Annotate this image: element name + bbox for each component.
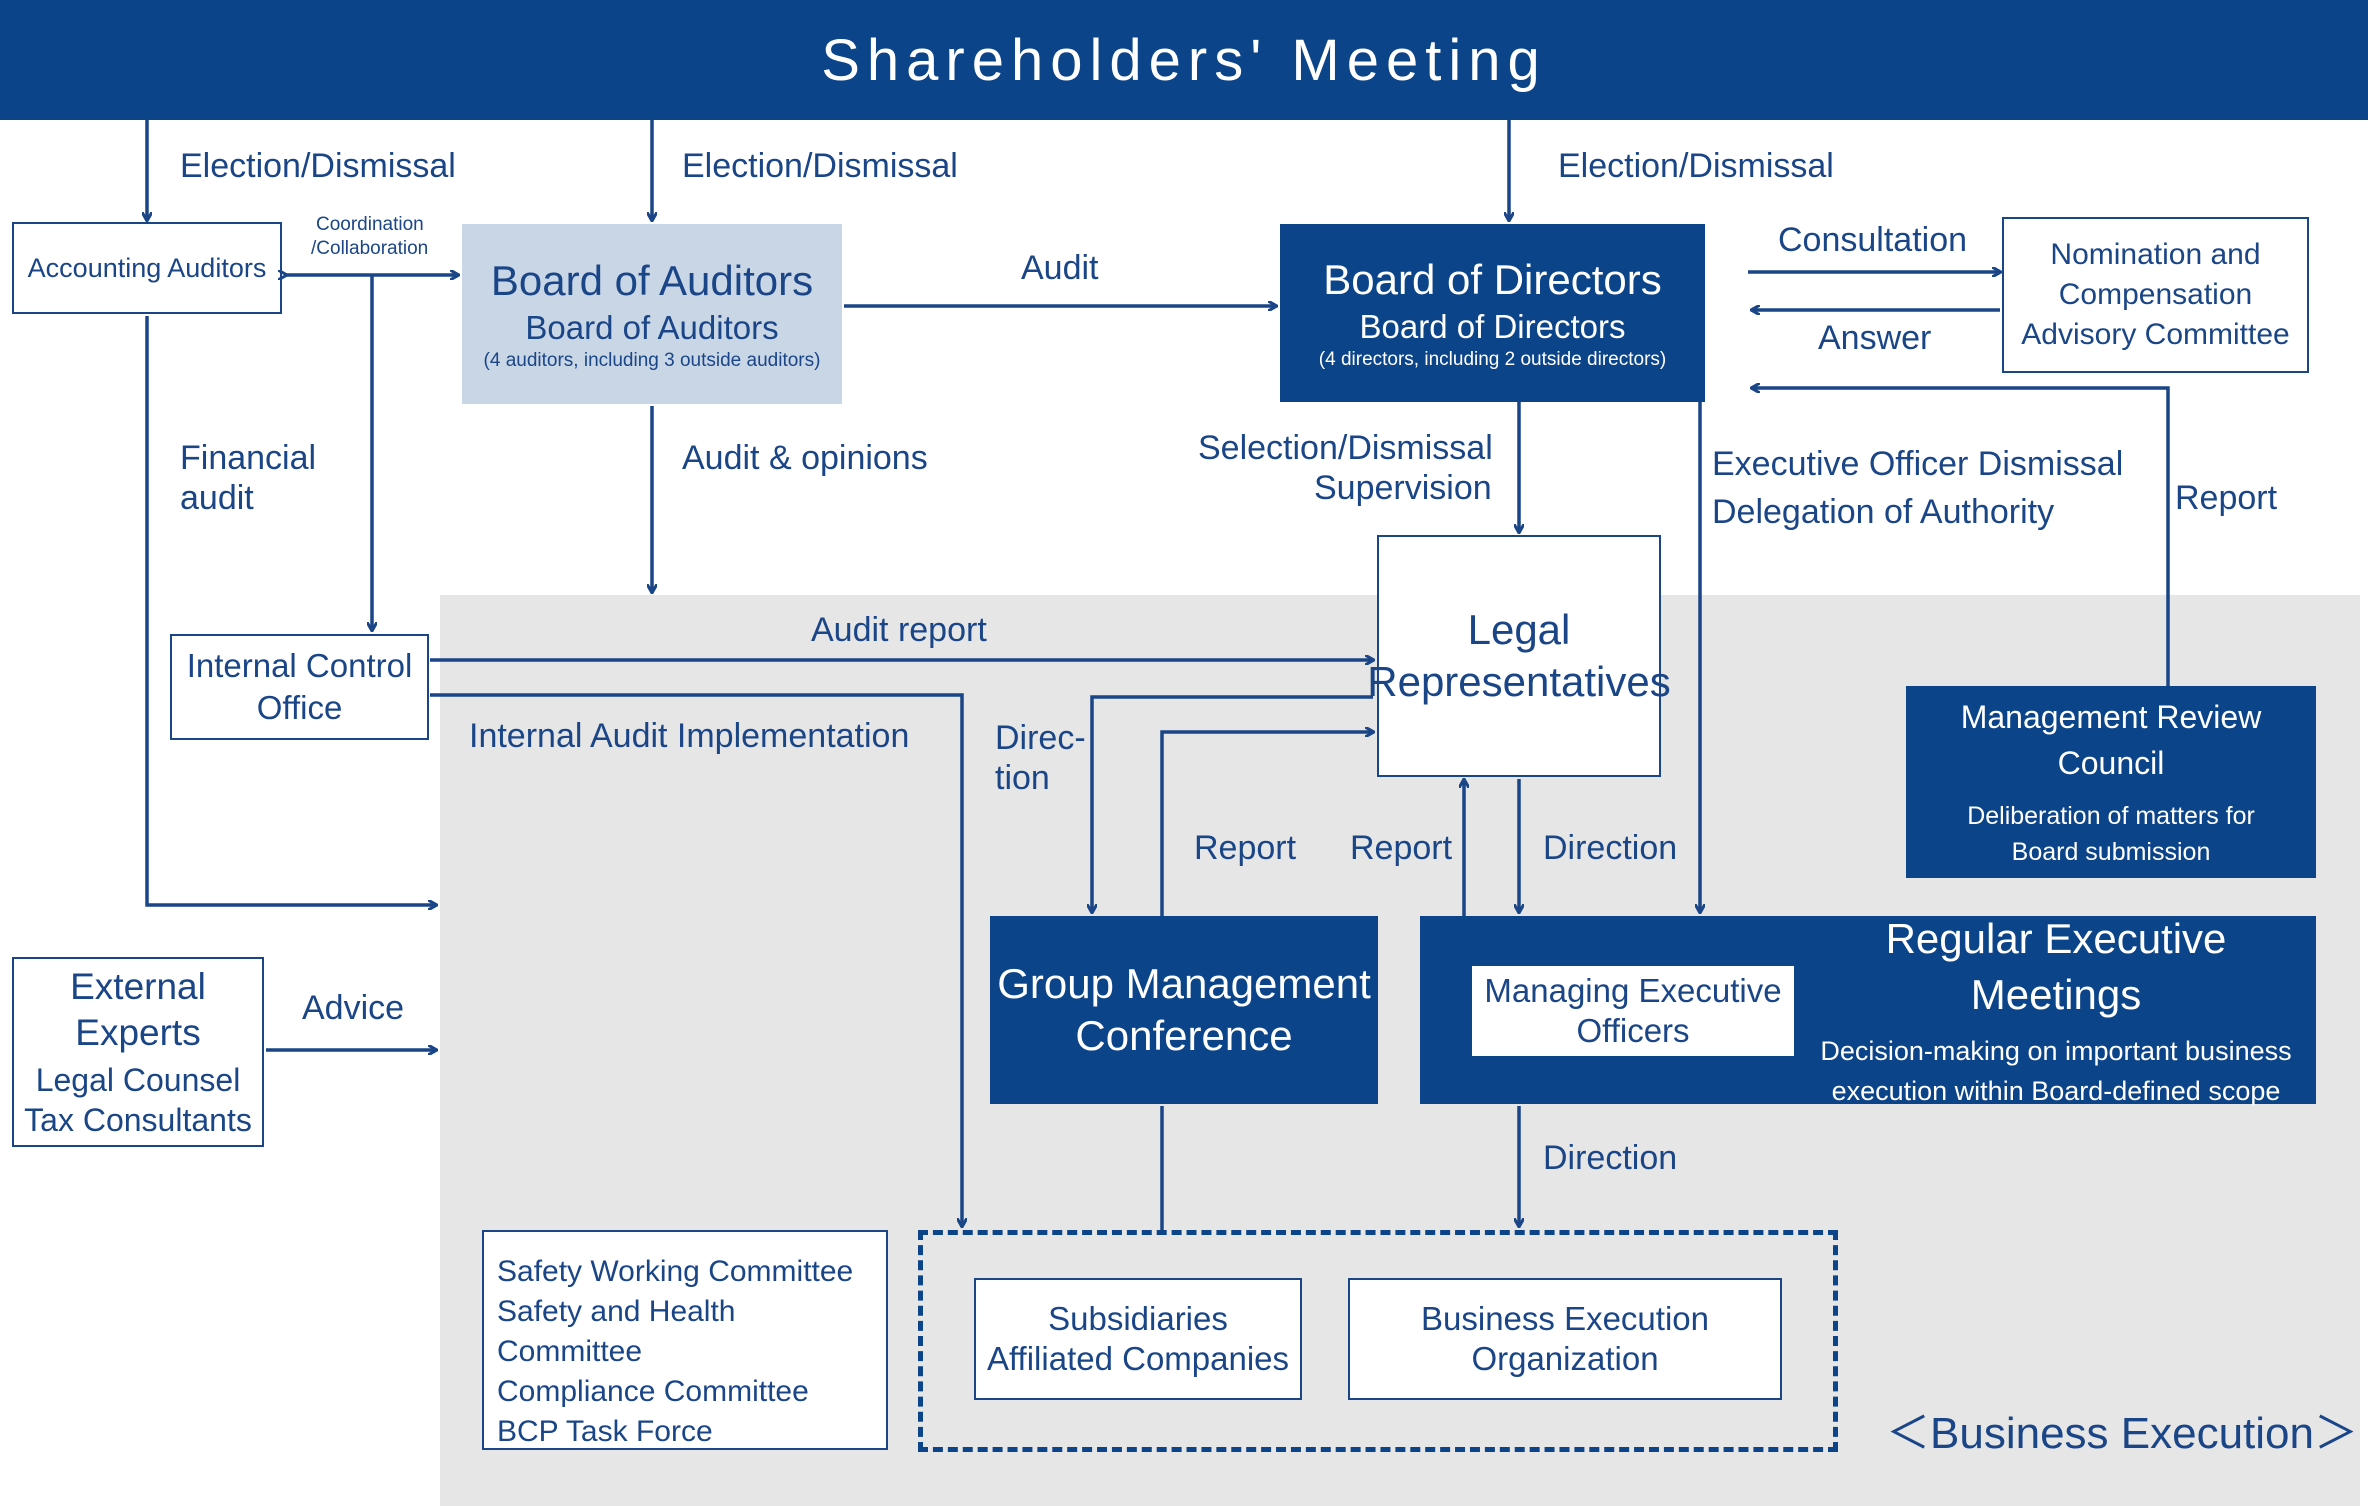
page-title: Shareholders' Meeting [821, 27, 1547, 93]
external-experts-title: External Experts [70, 966, 206, 1053]
regular-exec-text: Regular Executive Meetings Decision-maki… [1796, 915, 2316, 1106]
business-org-line-2: Organization [1471, 1340, 1659, 1377]
business-org-line-1: Business Execution [1421, 1300, 1709, 1337]
committee-item: Compliance Committee [497, 1375, 809, 1408]
accounting-auditors-box: Accounting Auditors [12, 222, 282, 314]
group-management-line-1: Group Management [997, 960, 1371, 1007]
external-experts-line-2: Tax Consultants [24, 1102, 252, 1138]
shareholders-meeting-banner: Shareholders' Meeting [0, 0, 2368, 120]
legal-representatives-box: Legal Representatives [1367, 535, 1671, 777]
managing-exec-line-1: Managing Executive [1484, 972, 1782, 1009]
board-of-directors-title: Board of Directors [1323, 256, 1662, 303]
label-report-right: Report [2175, 479, 2278, 517]
board-of-auditors-subtitle: Board of Auditors [525, 309, 779, 346]
label-financial-audit-2: audit [180, 479, 254, 517]
label-election-dismissal-2: Election/Dismissal [682, 147, 958, 185]
label-audit-opinions: Audit & opinions [682, 439, 928, 477]
subsidiaries-line-2: Affiliated Companies [986, 1340, 1290, 1377]
label-direction-lower: Direction [1543, 1139, 1678, 1177]
internal-control-line-2: Office [256, 689, 343, 726]
group-management-conference-box: Group Management Conference [990, 916, 1378, 1104]
label-exec-officer-1: Executive Officer Dismissal [1712, 445, 2124, 483]
business-execution-org-box: Business Execution Organization [1348, 1278, 1782, 1400]
label-selection-1: Selection/Dismissal [1198, 429, 1493, 467]
legal-reps-line-2: Representatives [1367, 658, 1671, 705]
label-exec-officer-2: Delegation of Authority [1712, 493, 2055, 531]
committees-box: Safety Working Committee Safety and Heal… [482, 1230, 888, 1450]
label-direction-left-2: tion [995, 759, 1050, 797]
committee-item: Safety Working Committee [497, 1255, 854, 1288]
label-election-dismissal-3: Election/Dismissal [1558, 147, 1834, 185]
committee-item: Safety and Health Committee [497, 1295, 736, 1368]
label-direction-left-1: Direc- [995, 719, 1086, 757]
external-experts-box: External Experts Legal Counsel Tax Consu… [12, 957, 264, 1147]
label-consultation: Consultation [1778, 221, 1968, 259]
nomination-committee-box: Nomination and Compensation Advisory Com… [2002, 217, 2309, 373]
subsidiaries-box: Subsidiaries Affiliated Companies [974, 1278, 1302, 1400]
management-review-title: Management Review Council [1960, 699, 2262, 781]
nomination-line-3: Advisory Committee [2021, 318, 2290, 351]
internal-control-office-box: Internal Control Office [170, 634, 429, 740]
label-report-2: Report [1350, 829, 1453, 867]
label-election-dismissal-1: Election/Dismissal [180, 147, 456, 185]
label-audit: Audit [1021, 249, 1099, 287]
business-execution-label: ＜Business Execution＞ [1886, 1409, 2358, 1458]
board-of-auditors-title: Board of Auditors [490, 257, 814, 304]
label-audit-report: Audit report [811, 611, 987, 649]
group-management-line-2: Conference [1075, 1012, 1293, 1059]
regular-exec-line-1: Decision-making on important business [1820, 1036, 2292, 1066]
label-coordination-2: /Collaboration [311, 238, 429, 259]
label-answer: Answer [1818, 319, 1932, 357]
arrow-report-gmc [1160, 732, 1373, 916]
nomination-line-1: Nomination and [2050, 238, 2261, 271]
label-financial-audit-1: Financial [180, 439, 317, 477]
board-of-directors-box: Board of Directors Board of Directors (4… [1280, 224, 1705, 402]
managing-executive-officers-box: Managing Executive Officers [1472, 966, 1794, 1056]
arrow-report-mrc [1752, 388, 2170, 686]
legal-reps-line-1: Legal [1467, 606, 1571, 653]
internal-control-line-1: Internal Control [186, 647, 413, 684]
accounting-auditors-label: Accounting Auditors [27, 252, 267, 283]
management-review-line-2: Board submission [2011, 838, 2211, 866]
subsidiaries-line-1: Subsidiaries [1048, 1300, 1228, 1337]
committee-item: BCP Task Force [497, 1415, 713, 1448]
arrow-financial-audit [145, 316, 436, 905]
board-of-auditors-note: (4 auditors, including 3 outside auditor… [483, 350, 821, 371]
board-of-directors-note: (4 directors, including 2 outside direct… [1318, 349, 1667, 370]
label-internal-audit-impl: Internal Audit Implementation [469, 717, 910, 755]
regular-exec-title: Regular Executive Meetings [1885, 915, 2227, 1018]
external-experts-line-1: Legal Counsel [35, 1062, 241, 1098]
management-review-council-box: Management Review Council Deliberation o… [1906, 686, 2316, 878]
label-report-1: Report [1194, 829, 1297, 867]
managing-exec-line-2: Officers [1576, 1012, 1690, 1049]
management-review-line-1: Deliberation of matters for [1967, 802, 2255, 830]
dashed-business-group [918, 1230, 1838, 1452]
arrow-direction-gmc [1092, 695, 1373, 912]
label-selection-2: Supervision [1314, 469, 1492, 507]
label-direction-mid: Direction [1543, 829, 1678, 867]
label-advice: Advice [302, 989, 405, 1027]
board-of-directors-subtitle: Board of Directors [1359, 308, 1626, 345]
board-of-auditors-box: Board of Auditors Board of Auditors (4 a… [462, 224, 842, 404]
nomination-line-2: Compensation [2058, 278, 2253, 311]
regular-exec-line-2: execution within Board-defined scope [1831, 1076, 2281, 1106]
arrow-internal-audit [430, 693, 962, 1226]
regular-executive-meetings-box: Managing Executive Officers Regular Exec… [1420, 915, 2316, 1106]
label-coordination-1: Coordination [316, 214, 424, 235]
